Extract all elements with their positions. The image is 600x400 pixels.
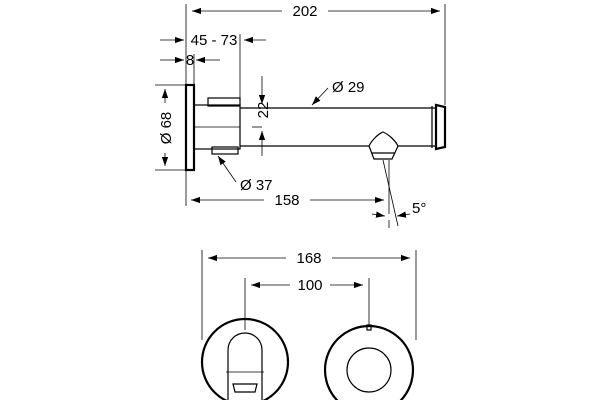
dim-plate-length: 168 (296, 250, 321, 267)
dim-projection: 158 (274, 192, 299, 209)
handle-indicator (366, 324, 372, 331)
mount-bottom-detail (211, 146, 239, 155)
dim-spout-diameter: Ø 29 (332, 79, 365, 96)
dim-overall-length: 202 (292, 3, 317, 20)
wall-rosette (184, 83, 196, 172)
handle-rosette (323, 324, 415, 400)
spout-tip (434, 103, 447, 151)
dim-wall-depth: 45 - 73 (191, 32, 238, 49)
dim-angle: 5° (412, 200, 426, 217)
dim-mount-diameter: Ø 37 (240, 177, 273, 194)
dim-rosette-diameter: Ø 68 (158, 112, 175, 145)
spout-rosette (200, 317, 290, 400)
dim-center-distance: 100 (297, 277, 322, 294)
aerator-front (232, 383, 258, 393)
dim-spout-offset: 22 (255, 102, 272, 119)
handle-knob (346, 347, 392, 393)
front-view: 168 100 (200, 250, 417, 400)
side-view: 202 45 - 73 8 Ø 68 22 Ø 29 Ø 37 (155, 3, 447, 228)
dim-rosette-thickness: 8 (186, 52, 194, 69)
spout (240, 107, 437, 147)
spout-front (227, 332, 263, 400)
